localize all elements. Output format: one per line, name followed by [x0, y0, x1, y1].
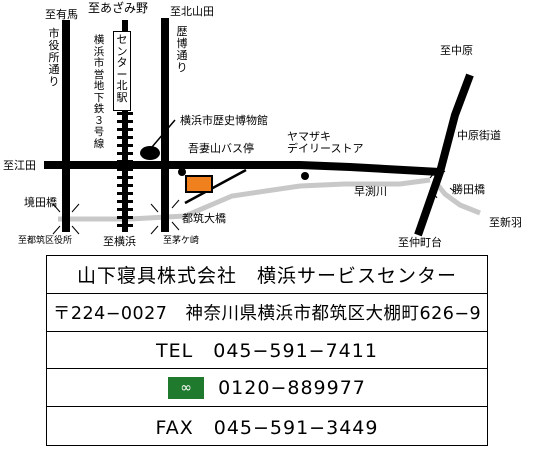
label-museum: 横浜市歴史博物館	[180, 114, 268, 127]
label-subway-line: 横浜市営地下鉄３号線	[93, 34, 105, 150]
label-nakahara-kaido: 中原街道	[457, 129, 501, 142]
shop-marker	[185, 175, 213, 193]
road-main	[44, 161, 441, 176]
contact-info-box: 山下寝具株式会社 横浜サービスセンター 〒224−0027 神奈川県横浜市都筑区…	[46, 255, 488, 446]
label-to-shinba: 至新羽	[489, 216, 522, 229]
label-to-eda: 至江田	[3, 159, 36, 172]
label-to-chigasaki: 至茅ケ崎	[163, 236, 200, 246]
label-to-azamino: 至あざみ野	[88, 1, 149, 15]
company-name: 山下寝具株式会社 横浜サービスセンター	[47, 256, 487, 294]
label-to-nakahara: 至中原	[440, 44, 473, 57]
bus-stop-marker	[178, 168, 186, 176]
river-east	[435, 182, 481, 216]
label-to-tsuzuki-ward-office: 至都筑区役所	[18, 236, 73, 246]
road-nakahara-kaido	[414, 73, 474, 237]
label-bus-stop: 吾妻山バス停	[188, 142, 254, 155]
fax-number: FAX 045−591−3449	[155, 416, 379, 439]
label-to-yokohama: 至横浜	[103, 235, 136, 248]
label-to-nakamachidai: 至仲町台	[398, 236, 442, 249]
label-sakaida-bridge: 境田橋	[24, 196, 57, 209]
museum-marker	[140, 146, 160, 160]
tel-number: TEL 045−591−7411	[47, 332, 487, 370]
free-dial-icon: ∞	[168, 376, 205, 399]
yamazaki-marker	[301, 172, 309, 180]
label-city-hall-street: 市役所通り	[48, 27, 60, 88]
freedial-number: 0120−889977	[218, 376, 366, 399]
label-yamazaki: ヤマザキ デイリーストア	[287, 130, 364, 155]
label-hayabuchi-river: 早渕川	[354, 185, 387, 198]
map-roads	[44, 18, 481, 237]
label-to-arima: 至有馬	[45, 8, 78, 21]
road-access	[184, 168, 247, 205]
museum-leader	[151, 119, 176, 148]
bridge-ticks	[52, 166, 456, 235]
label-tsuzuki-bridge: 都筑大橋	[182, 212, 226, 225]
access-map: 至有馬 至あざみ野 至北山田 市役所通り 横浜市営地下鉄３号線 センター北駅 歴…	[3, 1, 522, 249]
address: 〒224−0027 神奈川県横浜市都筑区大棚町626−9	[47, 294, 487, 332]
label-rekihaku-street: 歴博通り	[176, 25, 188, 74]
freedial-row: ∞ 0120−889977	[47, 369, 487, 408]
label-katsuta-bridge: 勝田橋	[452, 183, 485, 196]
river-hayabuchi	[58, 177, 431, 222]
center-kita-station: センター北駅	[113, 31, 131, 111]
label-to-kitayamata: 至北山田	[170, 5, 214, 18]
